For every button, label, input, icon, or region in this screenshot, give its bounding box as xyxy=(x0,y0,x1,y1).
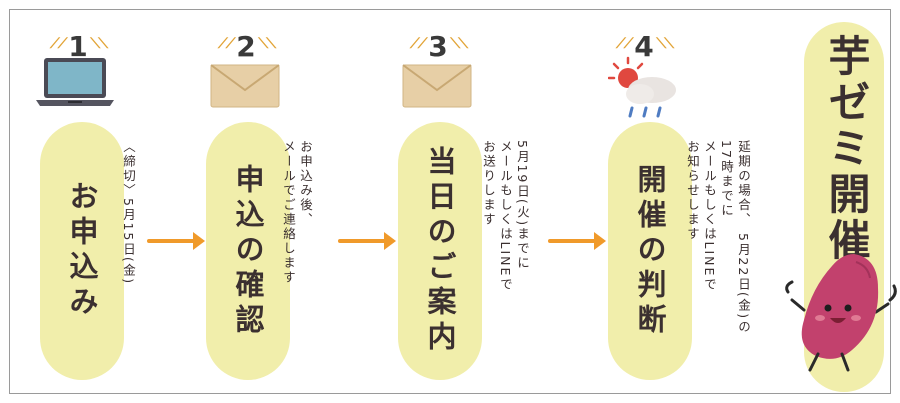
step-2-pill: 申込の確認 xyxy=(206,122,290,380)
step-4-note: 延期の場合、 5月22日(金)の 17時までに メールもしくはLINEで お知ら… xyxy=(685,140,751,335)
event-title: 芋ゼミ開催 xyxy=(822,34,871,264)
sweet-potato-mascot-icon xyxy=(785,254,897,372)
step-3-pill: 当日のご案内 xyxy=(398,122,482,380)
step-2-number: ⟋⟋ 2 ⟍⟍ xyxy=(218,30,276,63)
sparkle-icon: ⟋⟋ xyxy=(50,36,68,52)
step-4-pill: 開催の判断 xyxy=(608,122,692,380)
sparkle-icon: ⟍⟍ xyxy=(258,36,276,52)
step-1-pill: お申込み xyxy=(40,122,124,380)
weather-icon xyxy=(608,56,676,118)
step-1-note: 〈締切〉5月15日(金) xyxy=(121,140,136,286)
sparkle-icon: ⟋⟋ xyxy=(616,36,634,52)
laptop-icon xyxy=(36,58,114,106)
arrow-icon xyxy=(338,232,396,250)
sparkle-icon: ⟍⟍ xyxy=(656,36,674,52)
step-4-number: ⟋⟋ 4 ⟍⟍ xyxy=(616,30,674,63)
step-1-number: ⟋⟋ 1 ⟍⟍ xyxy=(50,30,108,63)
sparkle-icon: ⟍⟍ xyxy=(450,36,468,52)
step-4-label: 開催の判断 xyxy=(633,163,667,339)
sparkle-icon: ⟋⟋ xyxy=(218,36,236,52)
envelope-icon xyxy=(402,64,472,108)
arrow-icon xyxy=(147,232,205,250)
step-2-label: 申込の確認 xyxy=(231,163,265,339)
step-3-number: ⟋⟋ 3 ⟍⟍ xyxy=(410,30,468,63)
step-1-label: お申込み xyxy=(65,181,99,321)
step-2-note: お申込み後、 メールでご連絡します xyxy=(281,140,313,285)
envelope-icon xyxy=(210,64,280,108)
arrow-icon xyxy=(548,232,606,250)
step-3-label: 当日のご案内 xyxy=(423,146,457,356)
sparkle-icon: ⟋⟋ xyxy=(410,36,428,52)
sparkle-icon: ⟍⟍ xyxy=(90,36,108,52)
step-3-note: 5月19日(火)までに メールもしくはLINEで お送りします xyxy=(481,140,530,292)
